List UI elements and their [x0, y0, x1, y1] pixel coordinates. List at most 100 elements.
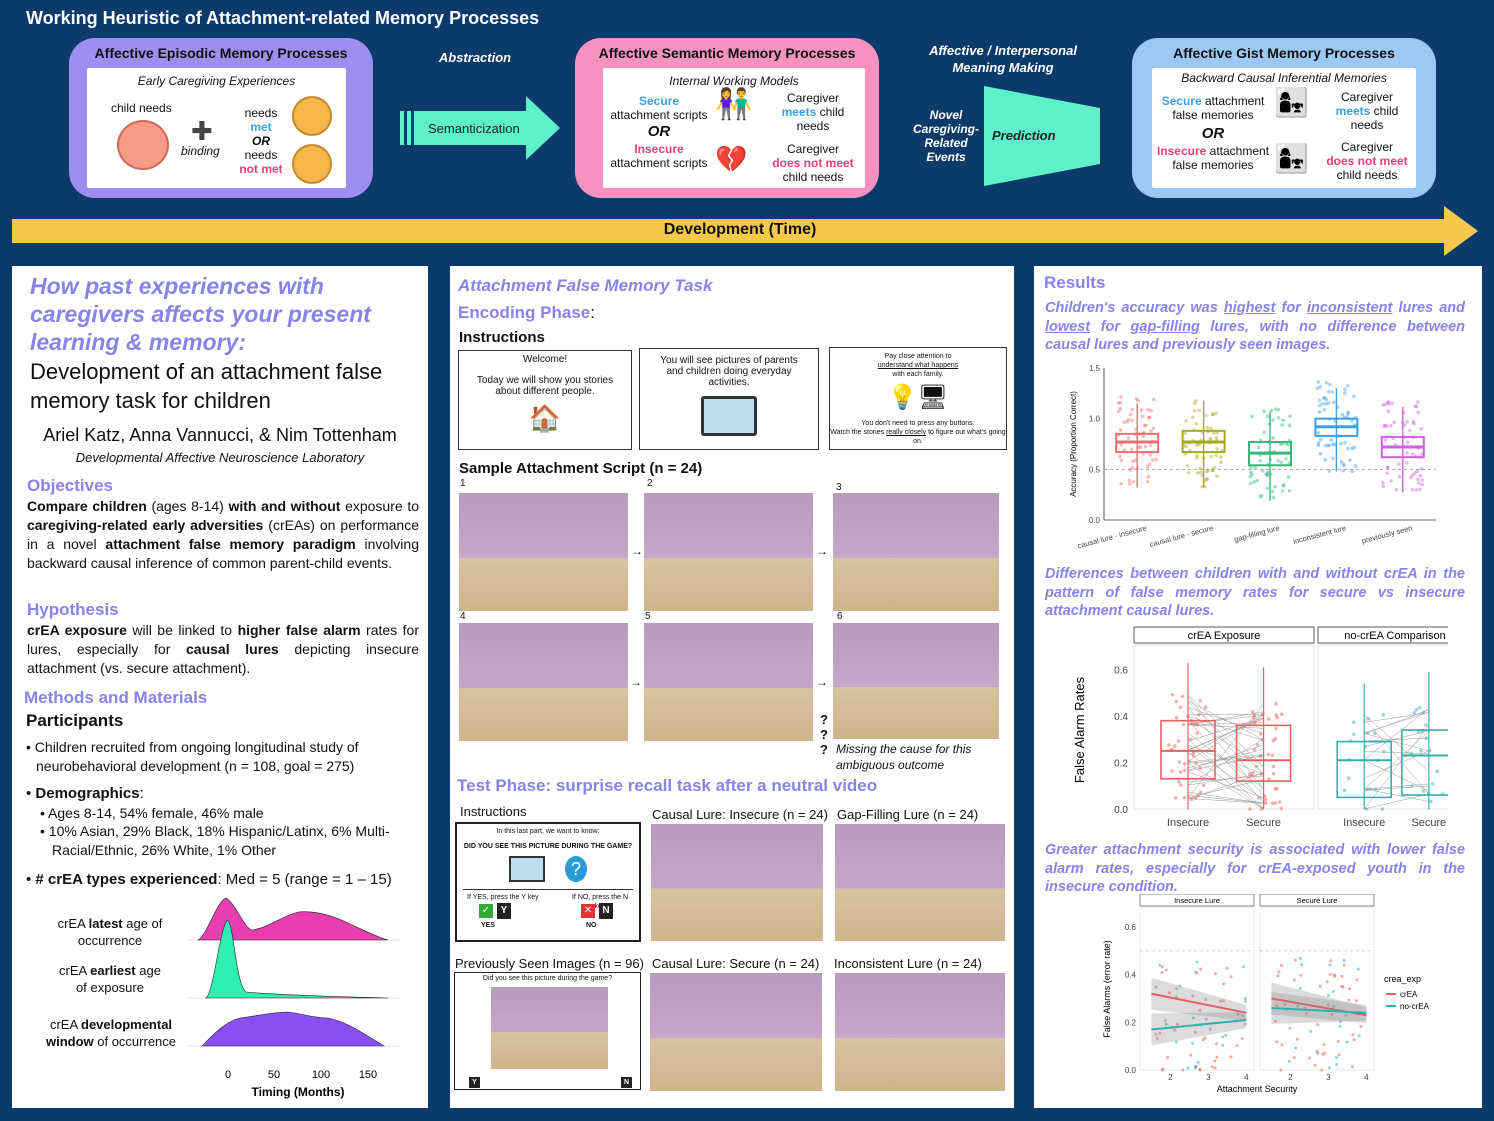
- semantic-subtitle: Internal Working Models: [669, 74, 799, 88]
- chart3-point: [1296, 1004, 1300, 1008]
- chart1-point: [1346, 410, 1350, 415]
- chart1-point: [1411, 420, 1416, 424]
- left-panel: How past experiences with caregivers aff…: [12, 266, 428, 1108]
- chart1-point: [1350, 446, 1354, 451]
- chart3-point: [1283, 1003, 1287, 1007]
- chart2-ytick: 0.0: [1114, 805, 1128, 816]
- objectives-heading: Objectives: [27, 476, 113, 495]
- chart1-point: [1192, 409, 1197, 413]
- semantic-inner: Internal Working Models Secure attachmen…: [603, 68, 865, 188]
- inconsistent-image: [835, 973, 1005, 1091]
- instruction-screen-3: Pay close attention to understand what h…: [829, 347, 1007, 450]
- prediction-funnel: [984, 86, 1100, 186]
- chart2-point: [1179, 783, 1183, 787]
- chart1-point: [1185, 463, 1190, 468]
- gist-meets-label: meets: [1335, 104, 1371, 118]
- chart1-point: [1146, 415, 1151, 420]
- chart3-ytick: 0.6: [1125, 923, 1137, 932]
- script-frame-5: [644, 623, 813, 741]
- chart2-point: [1198, 790, 1203, 795]
- chart1-point: [1144, 423, 1148, 428]
- arrow-icon-3: →: [630, 675, 642, 689]
- chart2-panel-strip: [1317, 626, 1448, 644]
- chart3-point: [1221, 1035, 1225, 1039]
- chart2-pair-line: [1187, 738, 1264, 786]
- chart1-point: [1265, 486, 1270, 491]
- chart1-point: [1204, 477, 1209, 481]
- chart1-point: [1138, 445, 1143, 449]
- chart1-point: [1127, 478, 1132, 483]
- chart1-point: [1248, 474, 1253, 479]
- chart3-point: [1220, 1043, 1224, 1047]
- chart1-point: [1348, 458, 1352, 462]
- chart1-point: [1214, 435, 1219, 440]
- chart1-point: [1118, 428, 1123, 432]
- chart2-point: [1351, 720, 1356, 725]
- chart1-point: [1264, 472, 1269, 476]
- chart3-point: [1194, 970, 1198, 974]
- poster-title-italic: How past experiences with caregivers aff…: [30, 273, 371, 355]
- chart2-ylabel: False Alarm Rates: [1072, 676, 1087, 783]
- insecure-label: Insecure: [634, 142, 684, 156]
- chart1-point: [1315, 386, 1320, 391]
- chart1-point: [1287, 423, 1292, 428]
- chart1-point: [1416, 477, 1420, 482]
- chart3-xtick: 4: [1244, 1073, 1249, 1082]
- chart2-point: [1191, 753, 1196, 758]
- episodic-title: Affective Episodic Memory Processes: [94, 45, 348, 61]
- chart3-point: [1322, 1043, 1326, 1047]
- chart2-pair-line: [1364, 751, 1429, 754]
- chart1-point: [1266, 470, 1270, 474]
- chart2-point: [1271, 738, 1276, 743]
- semanticization-label: Semanticization: [428, 121, 520, 136]
- chart3-point: [1240, 1036, 1244, 1040]
- chart3-point: [1173, 1028, 1177, 1032]
- chart1-point: [1386, 400, 1390, 405]
- chart1-point: [1420, 478, 1425, 482]
- chart3-point: [1332, 1004, 1336, 1008]
- demo-bullet-2: • 10% Asian, 29% Black, 18% Hispanic/Lat…: [40, 823, 390, 858]
- chart1-point: [1211, 412, 1215, 417]
- chart2-point: [1271, 771, 1276, 776]
- chart2-pair-line: [1364, 737, 1429, 742]
- chart3-point: [1298, 956, 1302, 960]
- chart2-pair-line: [1187, 714, 1264, 762]
- chart2-pair-line: [1364, 707, 1430, 760]
- chart3-point: [1236, 1012, 1240, 1016]
- chart1-point: [1316, 443, 1321, 448]
- chart3-point: [1293, 958, 1297, 962]
- chart1-point: [1130, 407, 1134, 412]
- chart1-point: [1350, 469, 1355, 474]
- chart2-pair-line: [1364, 733, 1429, 752]
- chart3-point: [1335, 1062, 1339, 1066]
- chart1-point: [1392, 420, 1397, 425]
- chart2-pair-line: [1187, 701, 1264, 774]
- chart1-point: [1407, 428, 1412, 433]
- results-heading: Results: [1044, 273, 1106, 292]
- chart3-point: [1241, 1014, 1245, 1018]
- chart3-xtick: 2: [1288, 1073, 1293, 1082]
- chart2-point: [1174, 715, 1179, 720]
- chart2-panel-frame: [1317, 644, 1448, 810]
- chart3-point: [1158, 1031, 1162, 1035]
- script-frame-2: [644, 493, 813, 611]
- chart3-point: [1210, 1065, 1214, 1069]
- chart3-point: [1193, 1066, 1197, 1070]
- chart3-point: [1222, 982, 1226, 986]
- chart3-point: [1355, 978, 1359, 982]
- chart3-point: [1329, 959, 1333, 963]
- chart3-panel-title: Insecure Lure: [1174, 896, 1220, 905]
- chart3-confidence-band: [1271, 982, 1367, 1024]
- binding-label: binding: [181, 144, 220, 158]
- chart3-point: [1338, 1025, 1342, 1029]
- chart3-point: [1213, 1059, 1217, 1063]
- idea-icon: 💡🖥: [887, 384, 949, 411]
- chart2-point: [1435, 769, 1440, 774]
- chart2-point: [1178, 770, 1183, 774]
- chart2-point: [1274, 701, 1278, 706]
- instructions-heading: Instructions: [459, 329, 545, 346]
- chart3-xlabel: Attachment Security: [1217, 1084, 1298, 1094]
- ridge-latest: [196, 897, 389, 941]
- chart3-point: [1164, 968, 1168, 972]
